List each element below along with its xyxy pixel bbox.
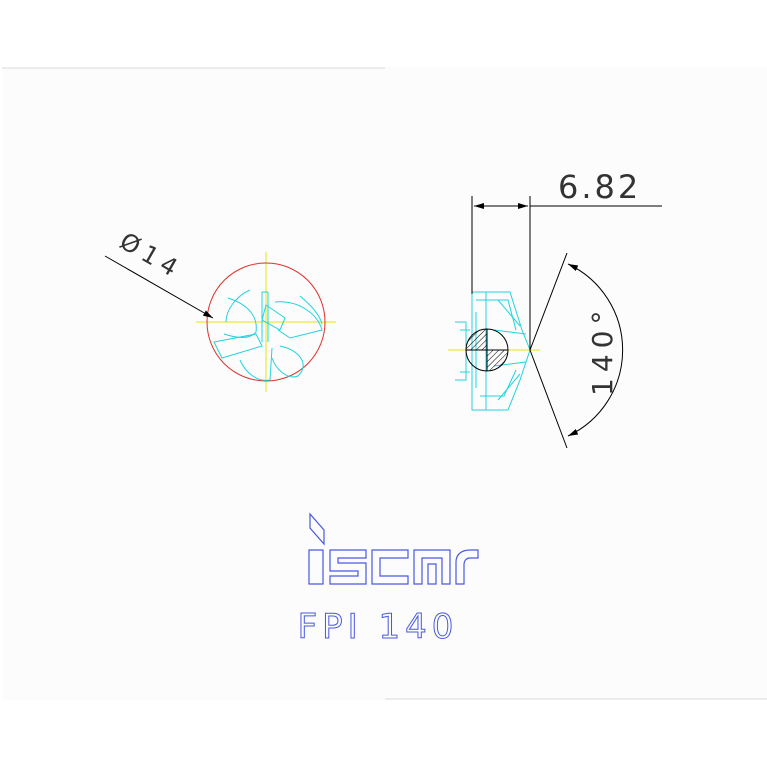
- iscar-logo: [308, 512, 479, 585]
- paper-right: [385, 66, 767, 700]
- logo-letter-a: [413, 549, 451, 585]
- section-hatch-1: [466, 329, 487, 350]
- diameter-leader: [104, 255, 214, 319]
- logo-letter-s: [329, 549, 367, 585]
- angle-label: 140°: [586, 305, 619, 396]
- flute-profile: [213, 289, 323, 381]
- logo-letter-r: [455, 549, 479, 585]
- angle-ray-lower: [529, 349, 568, 449]
- width-label: 6.82: [558, 168, 641, 206]
- logo-letter-i: [308, 549, 324, 585]
- logo-letter-c: [371, 549, 409, 585]
- section-hatch-2: [487, 350, 508, 371]
- product-code: FPI 140: [298, 607, 459, 647]
- angle-arc: [567, 263, 624, 437]
- angle-ray-upper: [529, 252, 568, 351]
- tool-diameter-circle: [206, 262, 326, 382]
- logo-dot: [309, 512, 325, 546]
- side-profile: [455, 291, 531, 411]
- paper-left: [2, 68, 385, 700]
- side-view: 6.82 140°: [448, 168, 662, 449]
